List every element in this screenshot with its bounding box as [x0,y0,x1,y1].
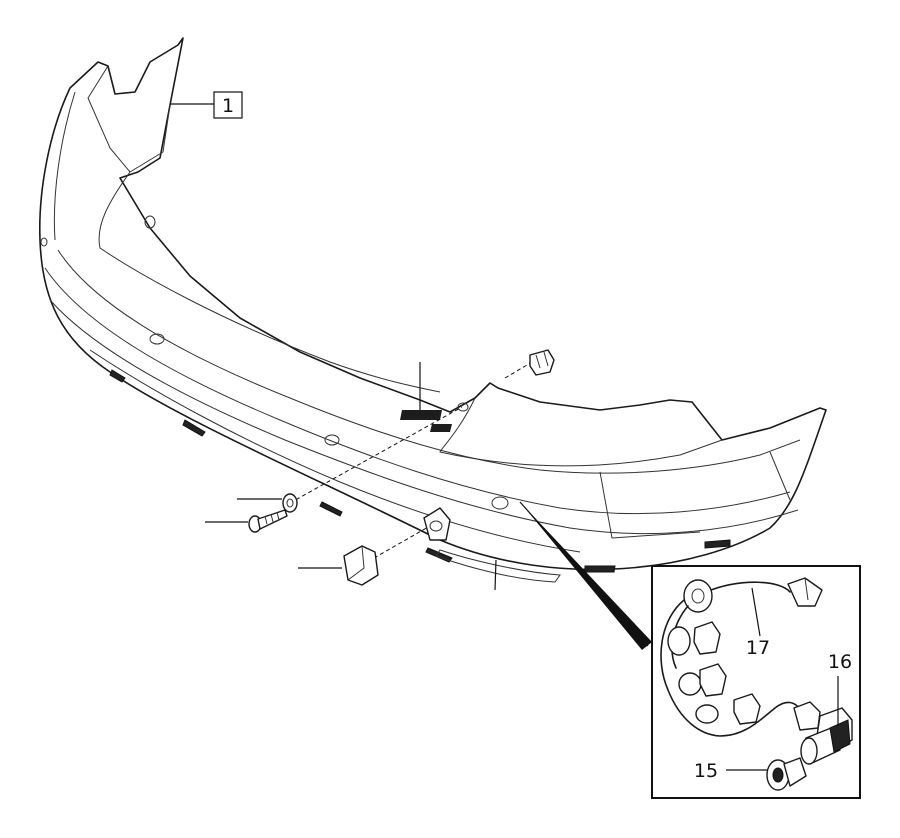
callout-label-15: 15 [694,760,718,782]
callout-label-16: 16 [828,651,852,673]
tow-eye-opening [423,507,451,541]
wiring-harness [660,577,823,737]
sensor-detail-inset: 17 16 15 [651,565,861,799]
callout-1-bumper-cover: 1 [170,91,243,119]
sensor-bezel [766,757,807,791]
bumper-cover [38,37,827,583]
leader-lines [205,361,533,591]
tow-hook-cover [343,545,379,586]
retaining-clip [529,349,555,376]
washer [282,493,298,513]
callout-label-1: 1 [222,95,234,117]
screw [248,509,288,533]
parking-sensor [800,707,853,765]
callout-label-17: 17 [746,637,770,659]
